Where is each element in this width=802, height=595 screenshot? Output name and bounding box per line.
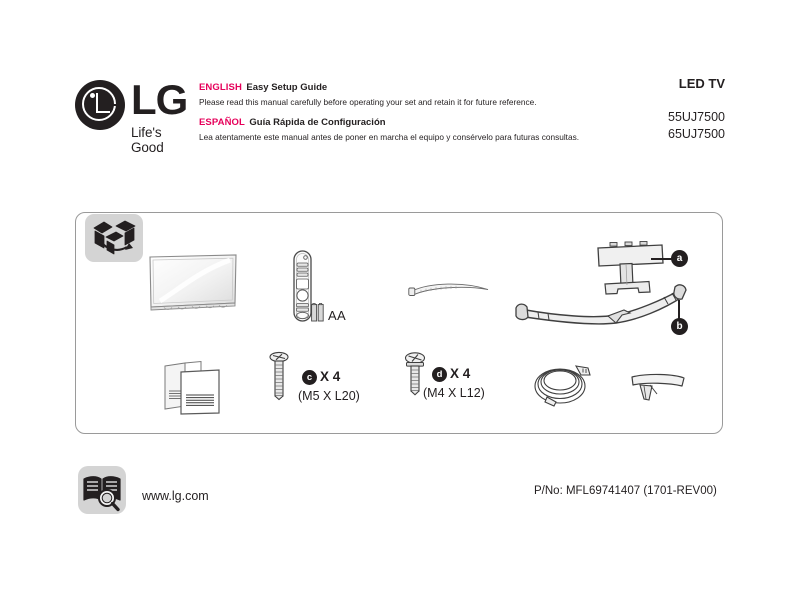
model-number: 65UJ7500 [668,126,725,141]
english-instruction-text: Please read this manual carefully before… [199,97,537,108]
spanish-instruction-text: Lea atentamente este manual antes de pon… [199,132,580,143]
callout-badge-d: d [432,367,447,382]
cable-tie-icon [408,280,493,300]
screw-d-spec: (M4 X L12) [423,386,485,400]
product-category-label: LED TV [678,76,725,91]
callout-leader-b [678,300,680,320]
part-number: P/No: MFL69741407 (1701-REV00) [534,485,717,497]
screw-d-quantity: X 4 [450,366,471,381]
book-magnifier-icon [78,466,126,514]
manual-booklets-icon [163,360,225,415]
model-number-list: 55UJ7500 65UJ7500 [668,109,725,142]
spanish-title-row: ESPAÑOL Guía Rápida de Configuración [199,111,619,131]
power-cord-icon [532,362,598,408]
aa-battery-icon [311,303,325,322]
lg-logo-eye-dot [89,93,95,98]
stand-body-icon [592,240,670,298]
lg-brand-logo: LG Life's Good [75,76,188,155]
stand-base-icon [512,282,690,328]
open-box-icon [85,214,143,262]
remote-control-icon [290,250,320,322]
screw-icon [404,352,426,396]
lg-tagline: Life's Good [131,125,164,155]
english-language-label: ENGLISH [199,82,242,93]
lg-circle-logo-icon [75,80,125,130]
screw-c-quantity: X 4 [320,369,341,384]
screw-icon [268,351,290,401]
callout-badge-b: b [671,318,688,335]
screw-c-spec: (M5 X L20) [298,389,360,403]
spanish-language-label: ESPAÑOL [199,116,245,128]
lg-wordmark: LG [131,76,188,123]
callout-badge-a: a [671,250,688,267]
callout-badge-c: c [302,370,317,385]
document-header: LG Life's Good ENGLISH Easy Setup Guide … [75,76,725,156]
lg-logo-nose [96,92,99,113]
english-guide-title: Easy Setup Guide [246,82,328,93]
model-number: 55UJ7500 [668,110,725,124]
english-title-row: ENGLISH Easy Setup Guide [199,76,619,96]
tv-panel-icon [148,253,238,311]
callout-leader-a [651,257,673,260]
website-url[interactable]: www.lg.com [142,489,209,503]
spanish-guide-title: Guía Rápida de Configuración [249,116,386,128]
title-block: ENGLISH Easy Setup Guide Please read thi… [199,76,619,144]
aa-battery-label: AA [328,308,346,323]
lg-logo-g-bar [105,104,116,107]
cable-holder-clip-icon [630,372,688,402]
lg-logo-mouth [96,110,110,113]
